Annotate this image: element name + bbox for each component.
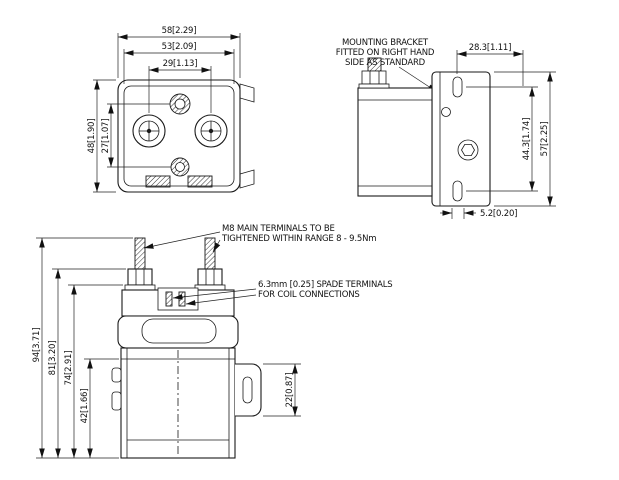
dim-text-74: 74[2.91] xyxy=(64,351,74,386)
bracket-hole xyxy=(441,107,451,117)
dim-overall-width: 58[2.29] xyxy=(117,26,241,78)
dim-bracket-height: 57[2.25] xyxy=(494,71,556,207)
coil-spade-left xyxy=(165,291,173,307)
bracket-slot-bottom xyxy=(452,180,463,202)
top-view-body-outline xyxy=(117,79,241,193)
side-tab-slot xyxy=(242,376,253,404)
m8-note-line2: TIGHTENED WITHIN RANGE 8 - 9.5Nm xyxy=(221,234,376,244)
coil-terminal-bottom-circle xyxy=(170,157,190,177)
dim-overall-depth: 48[1.90] xyxy=(87,79,116,193)
left-lug-bottom xyxy=(111,391,122,411)
dim-slot-offset: 5.2[0.20] xyxy=(440,208,517,219)
mounting-bracket-note-line2: FITTED ON RIGHT HAND xyxy=(336,48,435,58)
spade-slot-right xyxy=(187,175,213,188)
top-view: 58[2.29] 53[2.09] 29[1.13] 48[1.90] 27[1… xyxy=(87,26,255,193)
bracket-bolt-circle xyxy=(457,139,479,161)
dim-text-27: 27[1.07] xyxy=(101,119,111,154)
dim-text-58: 58[2.29] xyxy=(162,26,197,36)
dim-text-22: 22[0.87] xyxy=(285,373,295,408)
mounting-bracket-note-line1: MOUNTING BRACKET xyxy=(342,38,429,48)
dim-tab-height: 22[0.87] xyxy=(263,363,301,417)
side-mounting-tab xyxy=(235,363,262,417)
top-view-body-inner xyxy=(123,85,235,187)
m8-note-line1: M8 MAIN TERMINALS TO BE xyxy=(222,224,335,234)
side-view: MOUNTING BRACKET FITTED ON RIGHT HAND SI… xyxy=(336,38,556,219)
spade-terminals-note: 6.3mm [0.25] SPADE TERMINALS FOR COIL CO… xyxy=(172,280,393,306)
dim-height-to-nut: 81[3.20] xyxy=(48,268,126,458)
front-view: M8 MAIN TERMINALS TO BE TIGHTENED WITHIN… xyxy=(32,224,393,459)
spade-slot-left xyxy=(145,175,171,188)
spade-note-line1: 6.3mm [0.25] SPADE TERMINALS xyxy=(258,280,392,290)
spade-note-line2: FOR COIL CONNECTIONS xyxy=(258,290,360,300)
dim-text-48: 48[1.90] xyxy=(87,119,97,154)
m8-stud-right xyxy=(194,237,226,291)
main-terminal-left-top xyxy=(132,114,166,148)
side-body xyxy=(357,87,433,197)
mounting-bracket-plate xyxy=(431,71,491,207)
dim-overall-height: 94[3.71] xyxy=(32,237,133,459)
coil-spade-right xyxy=(178,291,186,307)
mounting-bracket-note-line3: SIDE AS STANDARD xyxy=(345,58,426,68)
dim-text-81: 81[3.20] xyxy=(48,341,58,376)
side-terminal-stud xyxy=(358,57,390,89)
coil-terminal-recess xyxy=(157,287,199,311)
dim-text-44-3: 44.3[1.74] xyxy=(522,118,532,160)
bracket-tab-top xyxy=(239,83,255,103)
dim-height-to-cover: 74[2.91] xyxy=(64,284,123,458)
m8-stud-left xyxy=(124,237,156,291)
dim-height-to-ledge: 42[1.66] xyxy=(80,358,119,458)
bracket-tab-bottom xyxy=(239,169,255,189)
dim-terminal-spacing: 29[1.13] xyxy=(148,59,212,113)
coil-terminal-top-circle xyxy=(169,93,191,115)
front-cover-recess xyxy=(141,318,217,344)
dim-coil-terminal-spacing: 27[1.07] xyxy=(101,103,171,168)
main-terminal-right-top xyxy=(194,114,228,148)
dim-text-57: 57[2.25] xyxy=(540,122,550,157)
m8-terminals-note: M8 MAIN TERMINALS TO BE TIGHTENED WITHIN… xyxy=(143,224,377,253)
dim-body-width: 53[2.09] xyxy=(123,42,235,84)
dim-slot-to-face: 28.3[1.11] xyxy=(456,43,524,86)
left-lug-top xyxy=(111,367,122,383)
dim-text-94: 94[3.71] xyxy=(32,328,42,363)
dim-text-28-3: 28.3[1.11] xyxy=(469,43,511,53)
dim-text-42: 42[1.66] xyxy=(80,389,90,424)
bracket-slot-top xyxy=(452,76,463,98)
dim-slot-spacing: 44.3[1.74] xyxy=(466,86,538,192)
dim-text-29: 29[1.13] xyxy=(163,59,198,69)
bracket-bolt-hex xyxy=(461,143,475,157)
dim-text-53: 53[2.09] xyxy=(162,42,197,52)
dim-text-5-2: 5.2[0.20] xyxy=(480,209,517,219)
